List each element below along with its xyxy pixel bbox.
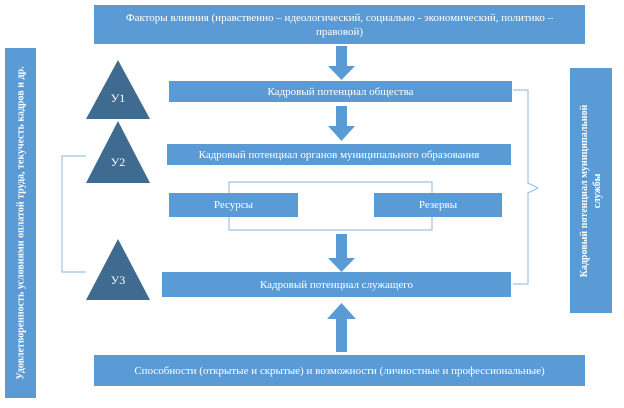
triangle-u2 [86,121,150,183]
triangle-u2-label: У2 [110,155,126,169]
triangle-u1-label: У1 [110,91,126,105]
right-vertical-box: Кадровый потенциал муниципальной службы [570,68,612,313]
reserves-box: Резервы [374,193,502,217]
down-arrow-1 [328,46,355,80]
resources-bracket [228,181,433,231]
right-vertical-line2: службы [592,173,603,208]
down-arrow-3 [328,234,355,272]
right-vertical-line1: Кадровый потенциал муниципальной [579,104,590,277]
down-arrow-2 [328,106,355,141]
factors-box: Факторы влияния (нравственно – идеологич… [94,5,585,44]
employee-potential-box: Кадровый потенциал служащего [162,272,511,297]
right-connector [513,89,540,285]
society-potential-box: Кадровый потенциал общества [169,81,512,102]
resources-box: Ресурсы [169,193,298,217]
right-vertical-label: Кадровый потенциал муниципальной службы [578,104,604,277]
left-connector [61,155,86,273]
triangle-u3 [86,239,150,300]
abilities-box: Способности (открытые и скрытые) и возмо… [94,355,585,386]
triangle-u3-label: У3 [110,273,126,287]
up-arrow [327,303,356,352]
triangle-u1 [86,60,150,119]
left-vertical-box: Удовлетворенность условиями оплатой труд… [5,48,36,398]
municipal-potential-box: Кадровый потенциал органов муниципальног… [167,144,511,165]
left-vertical-label: Удовлетворенность условиями оплатой труд… [15,66,26,380]
